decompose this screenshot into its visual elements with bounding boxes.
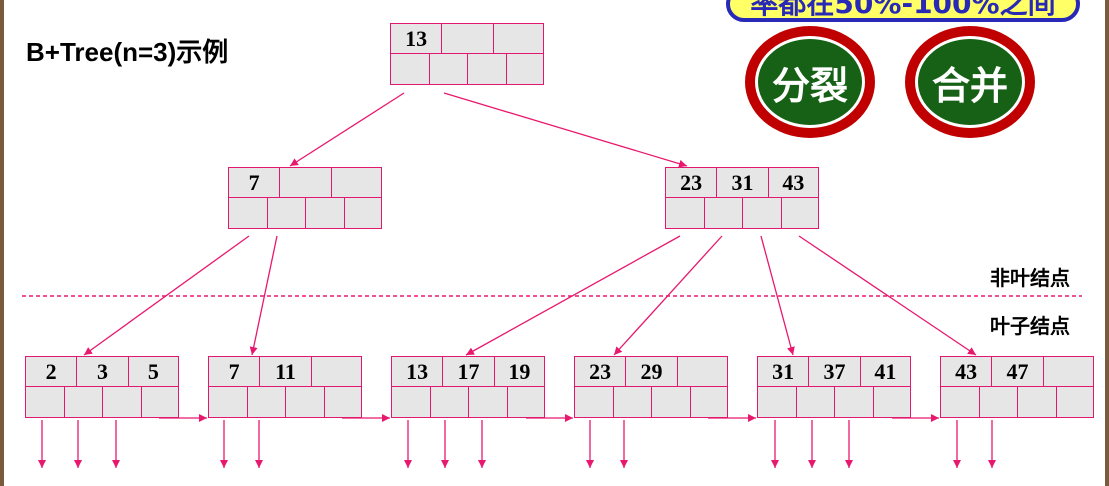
pointer-cell (305, 198, 344, 229)
key-cell: 7 (228, 167, 280, 198)
key-cell: 31 (716, 167, 768, 198)
key-cell: 19 (493, 356, 545, 387)
key-cell: 7 (208, 356, 260, 387)
internal-node-left: 7 (228, 167, 382, 229)
pointer-cell (872, 387, 911, 418)
leaf-node-5: 31 37 41 (757, 356, 911, 418)
edge-23-leaf3 (465, 235, 681, 356)
edge-7-leaf1 (83, 235, 250, 356)
key-cell: 23 (574, 356, 626, 387)
edge-31-leaf4 (613, 235, 723, 356)
pointer-cell (343, 198, 382, 229)
key-cell: 41 (859, 356, 911, 387)
leaf-node-3: 13 17 19 (391, 356, 545, 418)
pointer-cell (1055, 387, 1094, 418)
pointer-cell (25, 387, 64, 418)
pointer-cell (703, 198, 742, 229)
pointer-cell (574, 387, 613, 418)
key-cell: 47 (991, 356, 1043, 387)
leaf-node-4: 23 29 (574, 356, 728, 418)
pointer-cell (834, 387, 873, 418)
key-cell (441, 23, 493, 54)
pointer-cell (102, 387, 141, 418)
slide: 率都在50%-100%之间 B+Tree(n=3)示例 分裂 合并 (4, 0, 1105, 486)
key-cell: 3 (76, 356, 128, 387)
root-node: 13 (390, 23, 544, 85)
tip-text: 率都在50%-100%之间 (750, 0, 1056, 20)
pointer-cell (665, 198, 704, 229)
edge-last-leaf6 (798, 235, 977, 356)
key-cell (676, 356, 728, 387)
leaf-node-6: 43 47 (940, 356, 1094, 418)
internal-node-label: 非叶结点 (990, 266, 1070, 290)
pointer-cell (266, 198, 305, 229)
edge-7-leaf2 (249, 235, 278, 356)
key-cell (1042, 356, 1094, 387)
pointer-cell (1017, 387, 1056, 418)
pointer-cell (467, 54, 506, 85)
pointer-cell (208, 387, 247, 418)
diagram-title: B+Tree(n=3)示例 (26, 37, 229, 67)
key-cell: 23 (665, 167, 717, 198)
pointer-cell (757, 387, 796, 418)
key-cell (279, 167, 331, 198)
key-cell: 13 (390, 23, 442, 54)
leaf-node-2: 7 11 (208, 356, 362, 418)
key-cell: 11 (259, 356, 311, 387)
merge-button[interactable]: 合并 (905, 26, 1035, 138)
pointer-cell (63, 387, 102, 418)
key-cell: 17 (442, 356, 494, 387)
pointer-cell (742, 198, 781, 229)
edge-root-left (289, 92, 405, 167)
edge-43-leaf5 (760, 235, 795, 356)
pointer-cell (140, 387, 179, 418)
leaf-node-1: 2 3 5 (25, 356, 179, 418)
pointer-cell (429, 387, 468, 418)
pointer-cell (228, 198, 267, 229)
pointer-cell (391, 387, 430, 418)
key-cell: 13 (391, 356, 443, 387)
key-cell (492, 23, 544, 54)
key-cell: 5 (127, 356, 179, 387)
split-button[interactable]: 分裂 (745, 26, 875, 138)
key-cell: 37 (808, 356, 860, 387)
pointer-cell (505, 54, 544, 85)
key-cell: 2 (25, 356, 77, 387)
edge-root-right (443, 92, 688, 168)
pointer-cell (428, 54, 467, 85)
key-cell: 43 (940, 356, 992, 387)
pointer-cell (780, 198, 819, 229)
pointer-cell (651, 387, 690, 418)
pointer-cell (323, 387, 362, 418)
pointer-cell (506, 387, 545, 418)
tree-edges (22, 92, 1082, 468)
key-cell: 43 (767, 167, 819, 198)
tip-banner: 率都在50%-100%之间 (726, 0, 1080, 22)
split-button-label: 分裂 (755, 36, 865, 128)
leaf-node-label: 叶子结点 (990, 314, 1070, 338)
pointer-cell (689, 387, 728, 418)
pointer-cell (246, 387, 285, 418)
pointer-cell (390, 54, 429, 85)
internal-node-right: 23 31 43 (665, 167, 819, 229)
key-cell: 31 (757, 356, 809, 387)
key-cell (310, 356, 362, 387)
key-cell (330, 167, 382, 198)
pointer-cell (978, 387, 1017, 418)
pointer-cell (940, 387, 979, 418)
pointer-cell (468, 387, 507, 418)
key-cell: 29 (625, 356, 677, 387)
pointer-cell (612, 387, 651, 418)
pointer-cell (795, 387, 834, 418)
merge-button-label: 合并 (915, 36, 1025, 128)
pointer-cell (285, 387, 324, 418)
